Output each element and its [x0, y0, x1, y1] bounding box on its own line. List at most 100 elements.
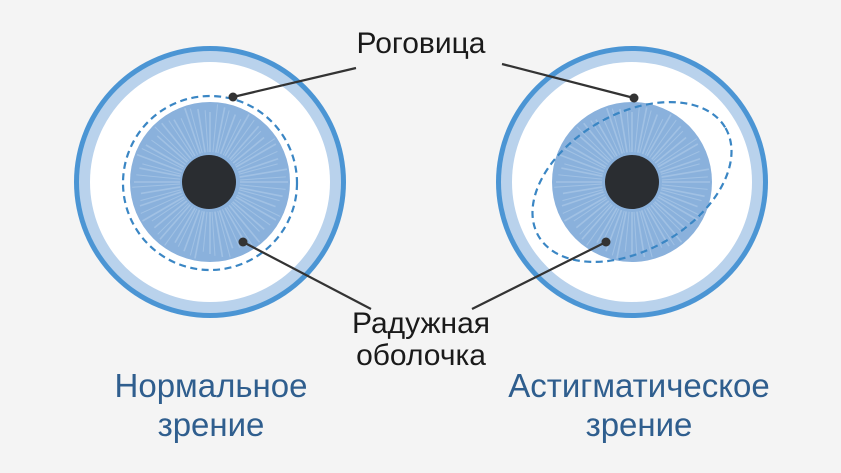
normal-eye-iris-ray	[154, 126, 190, 162]
astigmatic-eye-iris-ray	[558, 153, 605, 173]
iris-label-line2: оболочка	[356, 339, 486, 372]
astigmatic-eye-iris-ray	[661, 176, 708, 181]
iris-pointer-right	[471, 241, 607, 310]
astigmatic-eye-iris-ray	[586, 206, 615, 246]
astigmatic-eye-iris-ray	[561, 167, 603, 177]
normal-eye-iris-ray	[189, 108, 203, 154]
normal-eye-iris-ray	[234, 138, 276, 166]
iris-pointer-left	[242, 241, 372, 310]
normal-eye-iris-ray	[136, 153, 183, 173]
normal-eye-iris-ray	[222, 118, 242, 156]
astigmatic-eye-iris-ray	[616, 211, 627, 259]
astigmatic-eye-iris-ray	[562, 189, 604, 202]
astigmatic-eye-iris-ray	[626, 110, 631, 153]
astigmatic-eye-iris-ray	[579, 202, 612, 235]
normal-eye-iris-ray	[235, 196, 277, 221]
normal-eye-iris-ray	[159, 204, 191, 240]
normal-eye-iris-ray	[174, 207, 196, 244]
normal-eye-iris-ray	[238, 157, 279, 174]
astigmatic-eye-iris-ray	[558, 174, 603, 180]
normal-eye-iris-ray	[156, 135, 188, 163]
normal-eye-iris-ray	[151, 198, 186, 222]
normal-vision-caption-line1: Нормальное	[115, 367, 308, 404]
astigmatic-eye-iris-ray	[652, 130, 684, 162]
normal-eye-iris-ray	[161, 122, 192, 160]
astigmatic-eye	[496, 46, 768, 318]
normal-eye-iris-ray	[151, 139, 186, 165]
normal-eye-iris-ray	[153, 200, 188, 229]
normal-eye-iris-ray	[140, 186, 181, 195]
normal-eye-iris-ray	[219, 114, 237, 155]
normal-eye-iris-ray	[132, 183, 181, 188]
astigmatic-eye-iris-ray	[660, 189, 702, 202]
astigmatic-eye-iris-ray	[575, 200, 610, 229]
astigmatic-eye-iris-ray	[643, 209, 663, 248]
normal-eye	[74, 46, 346, 318]
normal-eye-iris-ray	[145, 144, 185, 168]
normal-eye-iris-ray	[227, 119, 255, 158]
astigmatic-eye-iris-ray	[659, 191, 698, 208]
normal-eye-iris-ray	[142, 163, 182, 175]
normal-eye-iris-ray	[140, 189, 182, 202]
normal-eye-iris-ray	[139, 167, 181, 177]
normal-eye-iris-ray	[235, 143, 277, 168]
normal-eye-iris-ray	[202, 211, 208, 252]
normal-eye-iris-ray	[237, 150, 278, 171]
astigmatic-eye-iris-ray	[640, 210, 656, 249]
normal-eye-iris-ray	[238, 189, 280, 202]
normal-eye-iris-ray	[140, 193, 183, 214]
normal-eye-iris-ray	[238, 163, 278, 175]
astigmatic-eye-iris-ray	[646, 114, 672, 157]
astigmatic-vision-caption-line2: зрение	[586, 406, 693, 443]
normal-eye-iris-ray	[212, 104, 219, 153]
astigmatic-eye-iris-ray	[563, 148, 606, 170]
cornea-label: Роговица	[357, 27, 486, 60]
normal-eye-iris-ray	[230, 130, 262, 162]
astigmatic-eye-iris-ray	[564, 163, 604, 175]
normal-vision-caption-line2: зрение	[158, 406, 265, 443]
astigmatic-eye-iris-ray	[578, 135, 610, 163]
iris-pointer-right-dot	[601, 237, 611, 247]
normal-eye-iris-ray	[204, 110, 209, 153]
normal-eye-iris-ray	[226, 206, 253, 246]
cornea-pointer-right-dot	[629, 93, 639, 103]
normal-eye-iris-ray	[180, 118, 199, 155]
cornea-pointer-right	[501, 62, 635, 100]
astigmatic-eye-iris-ray	[654, 201, 687, 230]
astigmatic-eye-iris-ray	[576, 126, 612, 162]
normal-eye-iris-ray	[217, 210, 231, 258]
normal-eye-iris-ray	[239, 187, 283, 198]
astigmatic-eye-iris-ray	[634, 104, 641, 153]
astigmatic-eye-iris-ray	[658, 194, 703, 217]
cornea-pointer-left	[232, 66, 357, 99]
normal-eye-iris-ray	[239, 176, 286, 181]
astigmatic-eye-iris-ray	[567, 144, 607, 168]
astigmatic-eye-iris-ray	[654, 136, 687, 164]
astigmatic-eye-iris-ray	[562, 186, 603, 195]
astigmatic-eye-iris-ray	[657, 143, 699, 168]
astigmatic-eye-iris-ray	[639, 210, 653, 258]
normal-eye-iris-ray	[232, 201, 265, 230]
normal-eye-iris-ray	[221, 209, 241, 248]
normal-eye-iris-ray	[232, 136, 265, 164]
normal-eye-iris-ray	[215, 107, 226, 153]
normal-eye-cornea-outline	[121, 94, 299, 272]
normal-eye-iris-ray	[164, 206, 193, 246]
normal-eye-iris-ray	[218, 210, 234, 249]
normal-eye-pupil	[182, 155, 236, 209]
astigmatic-eye-iris-ray	[656, 199, 693, 226]
normal-eye-iris-ray	[168, 120, 194, 158]
astigmatic-eye-iris-ray	[624, 211, 630, 252]
normal-eye-iris-ray	[139, 190, 182, 207]
astigmatic-eye-iris-ray	[646, 207, 670, 247]
normal-eye-iris-ray	[189, 210, 203, 256]
astigmatic-eye-iris-ray	[661, 184, 708, 190]
normal-eye-iris-ray	[183, 209, 201, 252]
astigmatic-eye-iris-ray	[636, 211, 646, 258]
iris-pointer-left-dot	[238, 237, 248, 247]
astigmatic-eye-iris-ray	[561, 190, 604, 207]
normal-eye-iris-ray	[142, 196, 185, 222]
normal-eye-iris-ray	[230, 202, 260, 232]
astigmatic-eye-iris-ray	[648, 206, 675, 246]
